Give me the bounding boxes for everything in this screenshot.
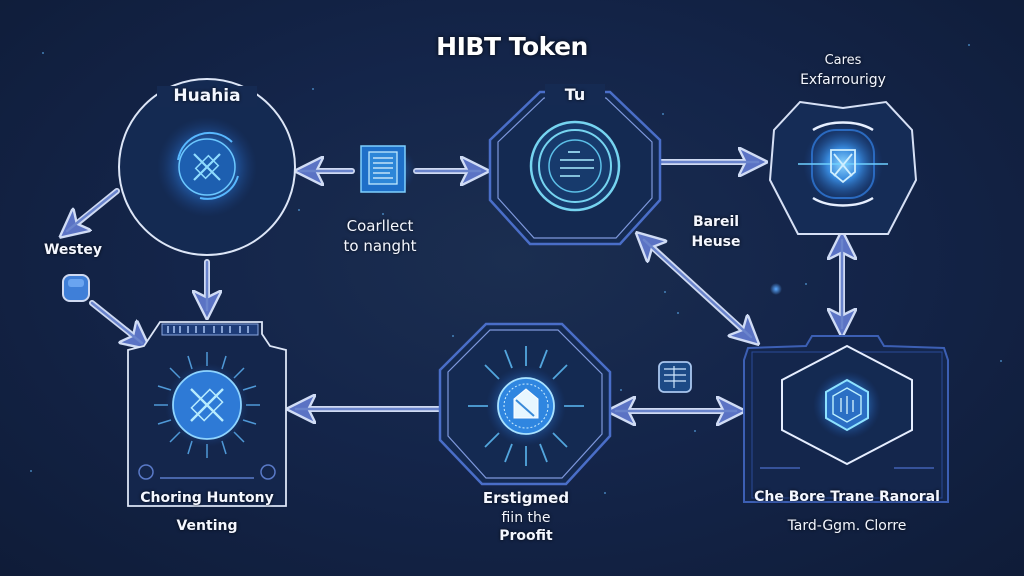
- node-cares-label-2: Exfarrourigy: [800, 72, 886, 88]
- node-tu[interactable]: [488, 90, 662, 246]
- ray-burst: [468, 346, 584, 466]
- node-choring[interactable]: [127, 321, 287, 507]
- diagram-title: HIBT Token: [436, 32, 588, 61]
- node-choring-label-1: Choring Huntony: [140, 490, 274, 506]
- document-icon[interactable]: [356, 144, 416, 196]
- annotation-bareil-2: Heuse: [691, 234, 741, 250]
- house-badge-icon: [513, 388, 539, 419]
- node-bore-label-1: Che Bore Trane Ranoral: [754, 489, 940, 505]
- glow-dot: [770, 283, 782, 295]
- arrow-tu-bore: [640, 236, 755, 341]
- annotation-coallect-1: Coarllect: [346, 217, 414, 235]
- node-huahia[interactable]: [118, 78, 296, 256]
- node-erstigmed-label-3: Proofit: [499, 528, 553, 544]
- arrow-westey-to-choring: [89, 300, 146, 346]
- small-chart-icon[interactable]: [658, 361, 692, 393]
- node-cares-label-1: Cares: [824, 53, 862, 68]
- node-cares[interactable]: [768, 100, 918, 235]
- node-tu-label: Tu: [545, 84, 605, 105]
- node-bore[interactable]: [743, 335, 949, 503]
- crossed-tools-icon: [190, 388, 224, 422]
- westey-button[interactable]: [62, 274, 90, 302]
- crossed-tools-icon: [193, 153, 221, 181]
- annotation-bareil-1: Bareil: [692, 214, 740, 230]
- node-huahia-label: Huahia: [157, 86, 257, 107]
- node-bore-label-2: Tard-Ggm. Clorre: [787, 518, 907, 534]
- document-lines-icon: [560, 151, 594, 177]
- annotation-coallect-2: to nanght: [343, 237, 417, 255]
- node-erstigmed-label-1: Erstigmed: [482, 489, 570, 507]
- node-erstigmed-label-2: fiin the: [501, 510, 551, 526]
- hexagon-gem-icon: [840, 396, 854, 414]
- node-erstigmed[interactable]: [438, 322, 612, 486]
- arrow-huahia-to-westey: [64, 188, 120, 234]
- shield-x-icon: [830, 149, 856, 184]
- node-choring-label-2: Venting: [176, 518, 238, 534]
- annotation-westey: Westey: [43, 242, 103, 258]
